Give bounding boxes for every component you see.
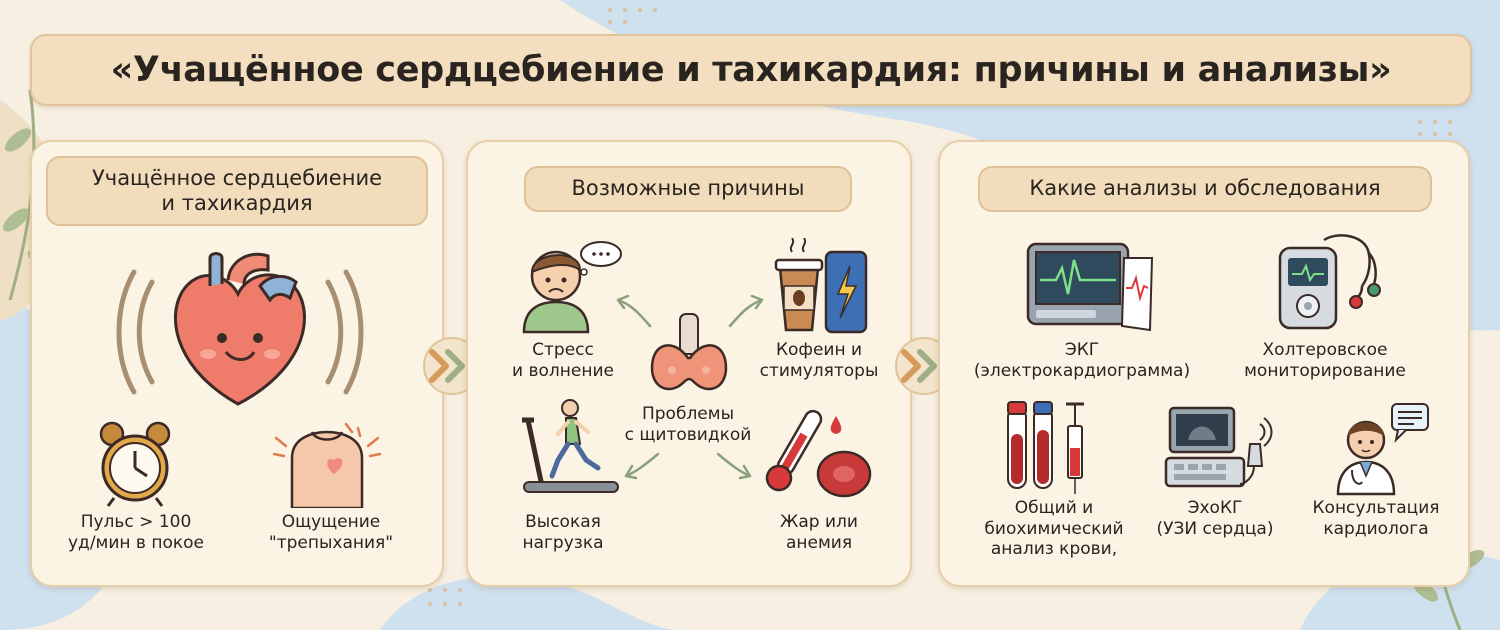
label-line: Консультация [1312, 498, 1440, 518]
label-line: ЭКГ [1064, 340, 1100, 360]
panel-causes: Возможные причины Стресс и волнение Кофе… [466, 140, 912, 587]
label-line: Ощущение [281, 512, 381, 532]
cause-exertion-label: Высокая нагрузка [488, 512, 638, 553]
label-line: Холтеровское [1262, 340, 1388, 360]
label-line: ЭхоКГ [1187, 498, 1243, 518]
cause-thyroid-label: Проблемы с щитовидкой [618, 404, 758, 445]
label-line: анемия [785, 532, 853, 553]
label-line: биохимический [984, 518, 1124, 539]
panel-header-line: Учащённое сердцебиение [91, 165, 383, 190]
blood-tubes-syringe-icon [1007, 401, 1084, 494]
treadmill-runner-icon [522, 399, 619, 493]
coffee-energy-drink-icon [774, 238, 868, 334]
stressed-person-icon [522, 241, 622, 334]
label-line: (УЗИ сердца) [1156, 518, 1274, 539]
test-blood-label: Общий и биохимический анализ крови, [974, 498, 1134, 560]
label-line: Жар или [780, 512, 858, 532]
label-line: Стресс [532, 340, 594, 360]
thyroid-icon [650, 313, 728, 391]
panel-header-line: и тахикардия [161, 191, 313, 215]
symptom-pulse-label: Пульс > 100 уд/мин в покое [56, 512, 216, 553]
panel-header-tests: Какие анализы и обследования [978, 166, 1432, 212]
panel-tests: Какие анализы и обследования ЭКГ (электр… [938, 140, 1470, 587]
label-line: уд/мин в покое [68, 532, 204, 553]
symptom-flutter-label: Ощущение "трепыхания" [256, 512, 406, 553]
test-ecg-label: ЭКГ (электрокардиограмма) [962, 340, 1202, 381]
test-cardiologist-label: Консультация кардиолога [1296, 498, 1456, 539]
label-line: Кофеин и [775, 340, 863, 360]
panel-symptoms: Учащённое сердцебиение и тахикардия Пуль… [30, 140, 444, 587]
panel-header-symptoms: Учащённое сердцебиение и тахикардия [46, 156, 428, 226]
label-line: Пульс > 100 [80, 512, 192, 532]
cause-stress-label: Стресс и волнение [488, 340, 638, 381]
ecg-monitor-icon [1026, 242, 1154, 332]
label-line: кардиолога [1323, 518, 1429, 539]
cause-fever-label: Жар или анемия [744, 512, 894, 553]
ultrasound-machine-icon [1164, 406, 1273, 488]
thermometer-blood-icon [765, 409, 872, 498]
label-line: (электрокардиограмма) [973, 360, 1191, 381]
test-echo-label: ЭхоКГ (УЗИ сердца) [1140, 498, 1290, 539]
holter-monitor-icon [1278, 234, 1381, 330]
test-holter-label: Холтеровское мониторирование [1230, 340, 1420, 381]
cause-caffeine-label: Кофеин и стимуляторы [744, 340, 894, 381]
alarm-clock-icon [99, 421, 171, 507]
label-line: с щитовидкой [624, 424, 752, 445]
label-line: мониторирование [1244, 360, 1406, 381]
panel-header-causes: Возможные причины [524, 166, 852, 212]
label-line: Общий и [1014, 498, 1094, 518]
cause-arrows [616, 294, 764, 480]
label-line: "трепыхания" [268, 532, 394, 553]
label-line: анализ крови, [990, 539, 1118, 560]
label-line: и волнение [512, 360, 614, 381]
chest-flutter-icon [272, 422, 382, 508]
label-line: Проблемы [641, 404, 735, 424]
label-line: стимуляторы [759, 360, 879, 381]
label-line: нагрузка [522, 532, 604, 553]
beating-heart-icon [116, 252, 364, 406]
cardiologist-icon [1336, 403, 1429, 496]
title-banner: «Учащённое сердцебиение и тахикардия: пр… [30, 34, 1472, 106]
page-title: «Учащённое сердцебиение и тахикардия: пр… [110, 50, 1392, 90]
label-line: Высокая [525, 512, 601, 532]
